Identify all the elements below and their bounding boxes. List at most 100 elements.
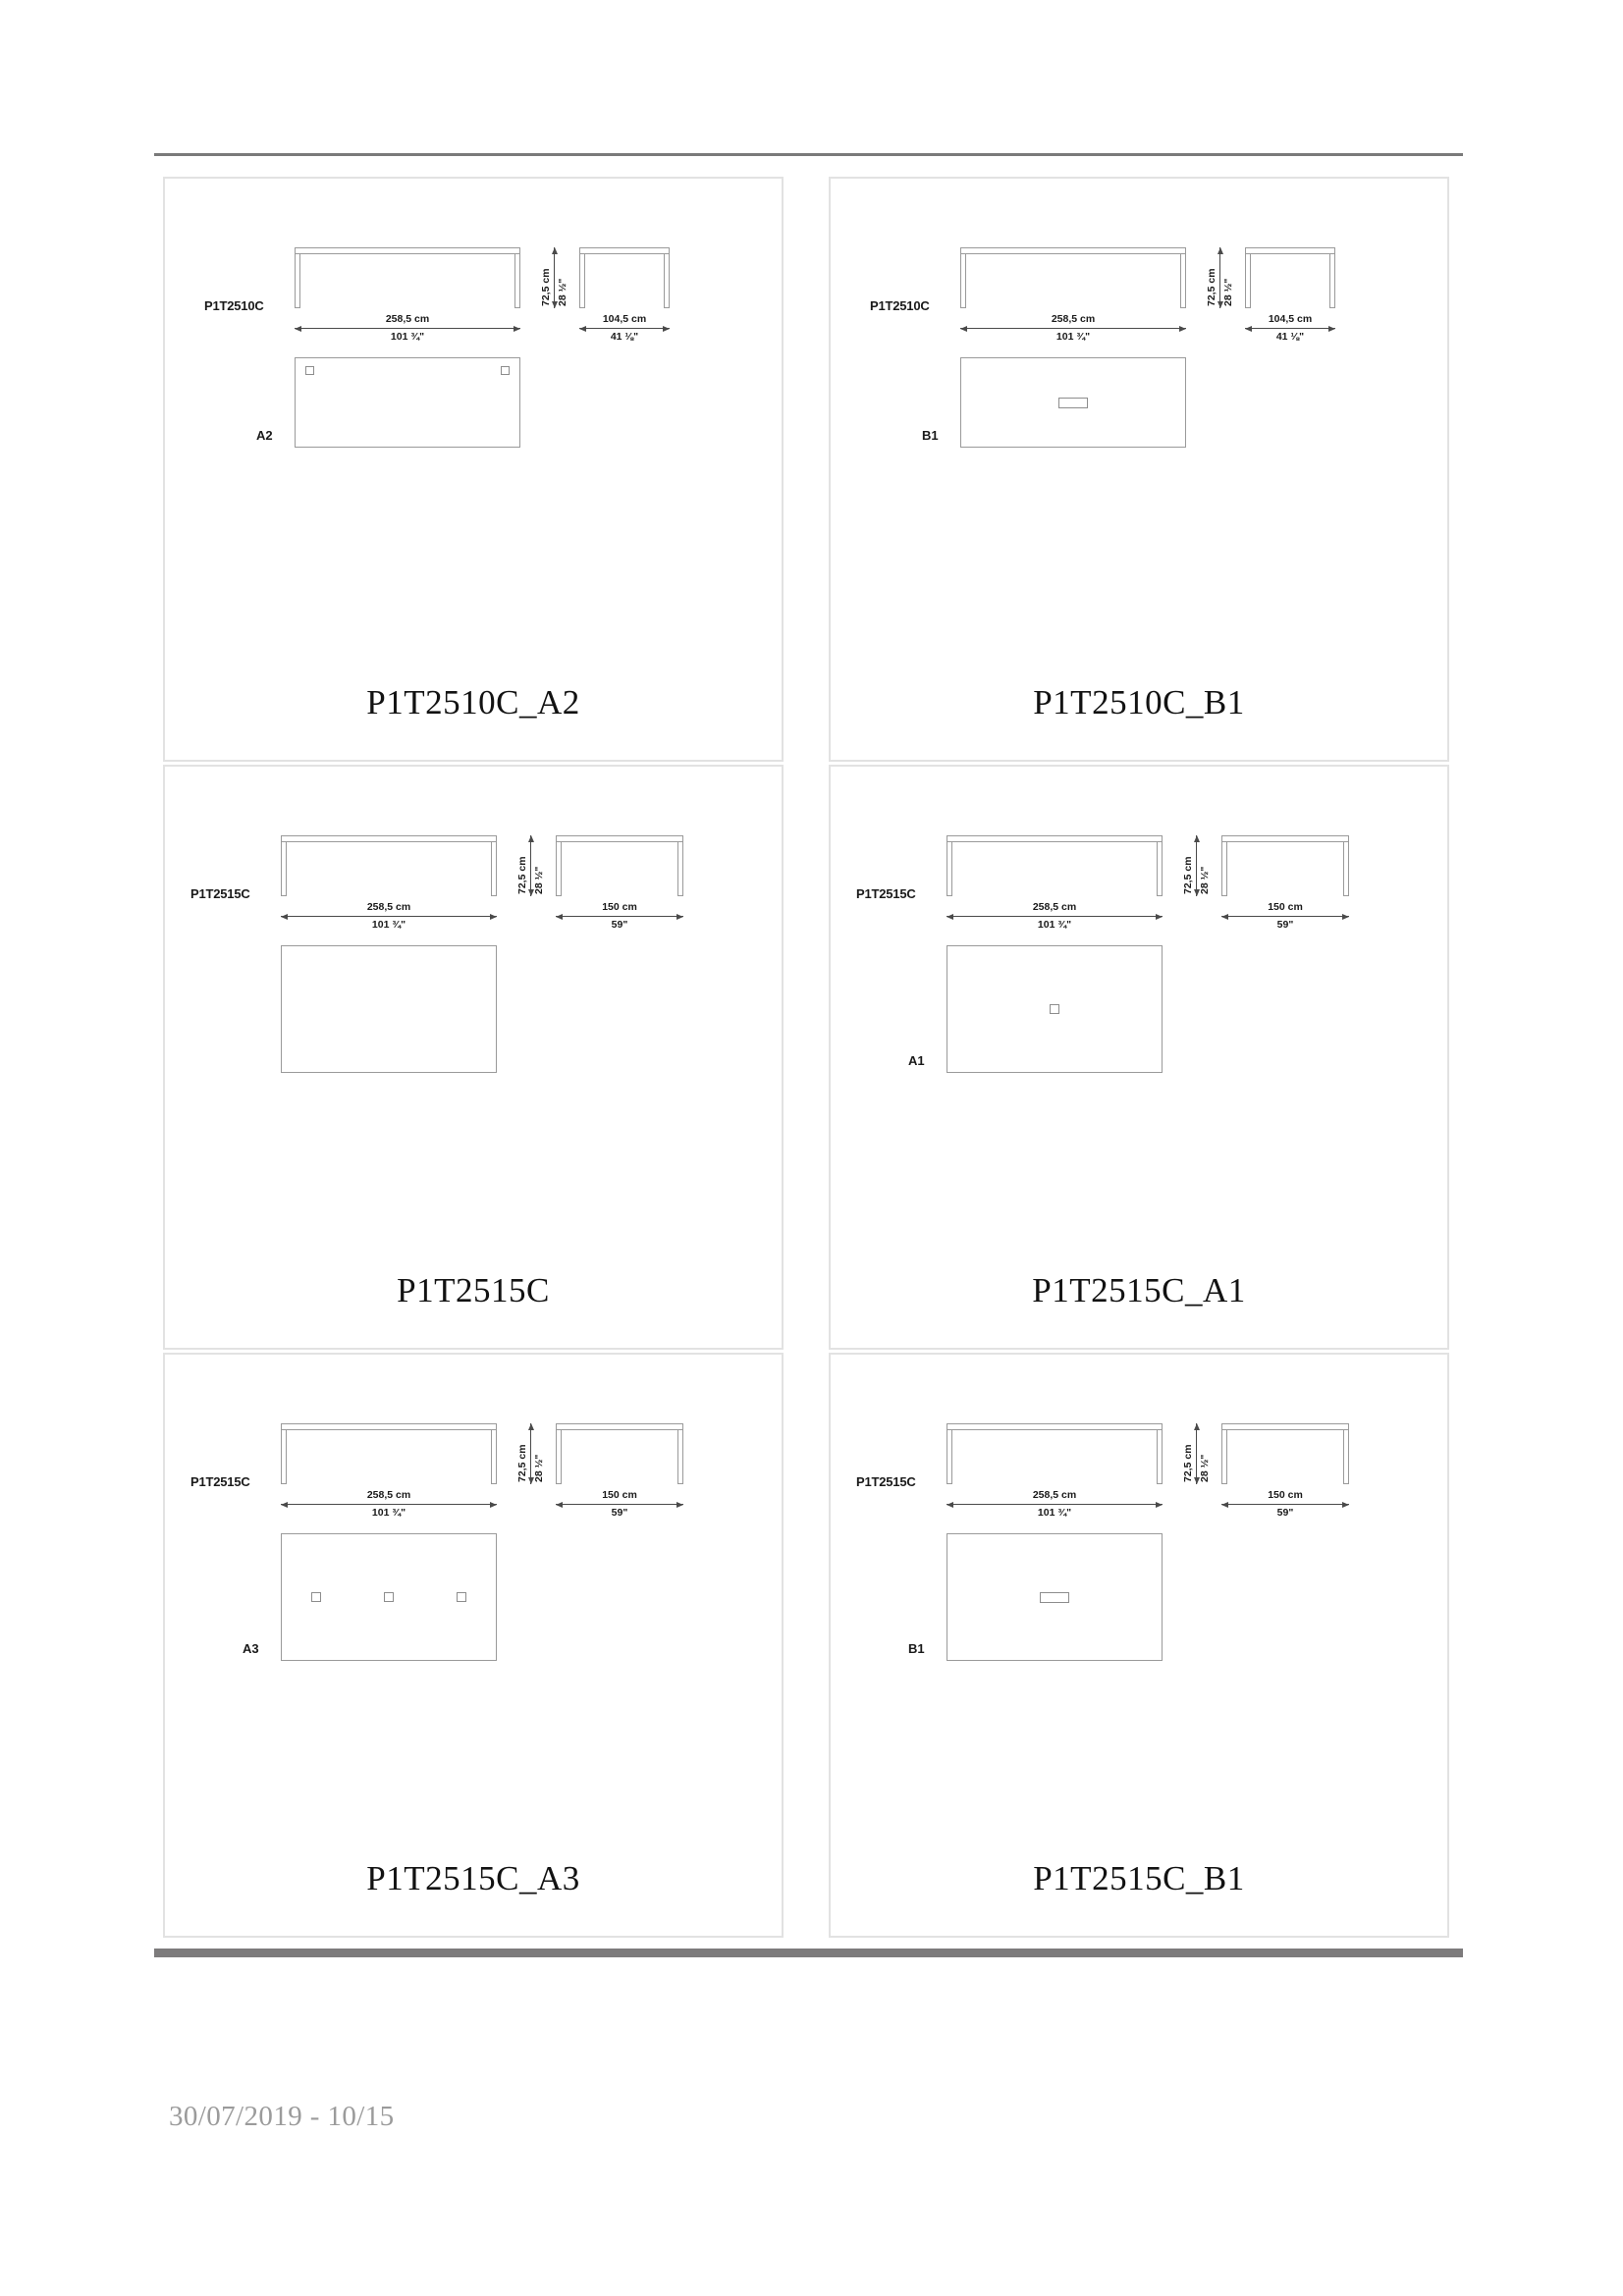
height-cm-label: 72,5 cm — [1182, 856, 1194, 894]
height-in-label: 28 ½" — [1199, 1454, 1211, 1482]
front-elevation — [281, 835, 497, 896]
front-width-dimension: 258,5 cm 101 ¾" — [947, 901, 1163, 931]
side-width-dimension: 104,5 cm 41 ⅛" — [1245, 313, 1335, 343]
side-width-cm: 150 cm — [602, 1489, 637, 1501]
height-cm-label: 72,5 cm — [1206, 268, 1217, 306]
table-leg-left — [295, 253, 300, 308]
plan-label: A2 — [256, 428, 273, 443]
height-dimension — [527, 835, 534, 896]
table-leg-left — [1245, 253, 1251, 308]
tabletop-profile — [947, 1423, 1163, 1430]
model-code-label: P1T2510C — [870, 298, 930, 313]
tabletop-profile — [556, 835, 683, 842]
product-panel[interactable]: P1T2515C 258,5 cm 101 ¾" 72,5 cm 28 ½" — [829, 1353, 1449, 1938]
table-leg-left — [1221, 841, 1227, 896]
front-width-in: 101 ¾" — [371, 1507, 406, 1519]
plan-mark-square — [501, 366, 510, 375]
height-in-label: 28 ½" — [533, 866, 545, 894]
plan-mark-square — [305, 366, 314, 375]
height-in-label: 28 ½" — [1199, 866, 1211, 894]
plan-mark-slot — [1058, 398, 1088, 408]
side-width-cm: 104,5 cm — [602, 313, 647, 325]
table-leg-right — [1157, 1429, 1163, 1484]
front-width-dimension: 258,5 cm 101 ¾" — [295, 313, 520, 343]
height-dimension — [1217, 247, 1223, 308]
product-panel[interactable]: P1T2510C 258,5 cm 101 ¾" 72,5 cm 28 ½" — [829, 177, 1449, 762]
height-cm-label: 72,5 cm — [516, 1444, 528, 1482]
height-cm-label: 72,5 cm — [516, 856, 528, 894]
header-rule — [154, 153, 1463, 156]
side-width-cm: 150 cm — [602, 901, 637, 913]
front-elevation — [947, 835, 1163, 896]
height-dimension — [551, 247, 558, 308]
side-elevation — [579, 247, 670, 308]
table-leg-left — [1221, 1429, 1227, 1484]
technical-drawing: P1T2515C 258,5 cm 101 ¾" 72,5 cm 28 ½" — [165, 1410, 782, 1734]
table-leg-right — [491, 841, 497, 896]
table-leg-left — [947, 841, 952, 896]
side-width-dimension: 150 cm 59" — [556, 901, 683, 931]
table-leg-right — [664, 253, 670, 308]
front-width-cm: 258,5 cm — [385, 313, 430, 325]
front-width-in: 101 ¾" — [1055, 331, 1091, 343]
model-code-label: P1T2510C — [204, 298, 264, 313]
plan-mark-slot — [1040, 1592, 1069, 1603]
product-grid: P1T2510C 258,5 cm 101 ¾" 72,5 cm 28 ½" — [163, 177, 1449, 1938]
front-width-cm: 258,5 cm — [1051, 313, 1096, 325]
model-code-label: P1T2515C — [190, 1474, 250, 1489]
model-code-label: P1T2515C — [190, 886, 250, 901]
front-elevation — [947, 1423, 1163, 1484]
tabletop-profile — [1245, 247, 1335, 254]
product-panel[interactable]: P1T2515C 258,5 cm 101 ¾" 72,5 cm 28 ½" — [163, 765, 784, 1350]
model-code-label: P1T2515C — [856, 1474, 916, 1489]
table-leg-right — [1180, 253, 1186, 308]
technical-drawing: P1T2515C 258,5 cm 101 ¾" 72,5 cm 28 ½" — [831, 1410, 1447, 1734]
front-width-dimension: 258,5 cm 101 ¾" — [947, 1489, 1163, 1519]
product-panel[interactable]: P1T2510C 258,5 cm 101 ¾" 72,5 cm 28 ½" — [163, 177, 784, 762]
panel-caption: P1T2510C_B1 — [1033, 683, 1245, 721]
table-leg-right — [1157, 841, 1163, 896]
tabletop-profile — [1221, 1423, 1349, 1430]
plan-view — [947, 945, 1163, 1073]
plan-label: A1 — [908, 1053, 925, 1068]
height-dimension — [1193, 835, 1200, 896]
side-elevation — [556, 835, 683, 896]
height-in-label: 28 ½" — [1222, 278, 1234, 306]
product-panel[interactable]: P1T2515C 258,5 cm 101 ¾" 72,5 cm 28 ½" — [163, 1353, 784, 1938]
technical-drawing: P1T2515C 258,5 cm 101 ¾" 72,5 cm 28 ½" — [165, 822, 782, 1146]
front-width-cm: 258,5 cm — [1032, 901, 1077, 913]
side-elevation — [1245, 247, 1335, 308]
panel-caption: P1T2515C_A1 — [1032, 1271, 1246, 1309]
table-leg-right — [491, 1429, 497, 1484]
plan-label: B1 — [922, 428, 939, 443]
table-leg-left — [556, 1429, 562, 1484]
product-panel[interactable]: P1T2515C 258,5 cm 101 ¾" 72,5 cm 28 ½" — [829, 765, 1449, 1350]
page-footer: 30/07/2019 - 10/15 — [169, 2101, 395, 2132]
side-width-in: 59" — [1276, 1507, 1294, 1519]
height-dimension — [1193, 1423, 1200, 1484]
side-width-dimension: 104,5 cm 41 ⅛" — [579, 313, 670, 343]
side-width-cm: 150 cm — [1268, 1489, 1303, 1501]
side-width-dimension: 150 cm 59" — [1221, 901, 1349, 931]
tabletop-profile — [1221, 835, 1349, 842]
front-width-in: 101 ¾" — [371, 919, 406, 931]
table-leg-left — [960, 253, 966, 308]
plan-view — [295, 357, 520, 448]
side-elevation — [1221, 835, 1349, 896]
table-leg-left — [556, 841, 562, 896]
table-leg-left — [579, 253, 585, 308]
plan-view — [960, 357, 1186, 448]
technical-drawing: P1T2515C 258,5 cm 101 ¾" 72,5 cm 28 ½" — [831, 822, 1447, 1146]
front-width-cm: 258,5 cm — [1032, 1489, 1077, 1501]
tabletop-profile — [556, 1423, 683, 1430]
tabletop-profile — [579, 247, 670, 254]
front-width-cm: 258,5 cm — [366, 1489, 411, 1501]
plan-view — [281, 1533, 497, 1661]
panel-caption: P1T2515C_B1 — [1033, 1859, 1245, 1897]
side-elevation — [1221, 1423, 1349, 1484]
side-width-in: 59" — [611, 919, 628, 931]
side-width-in: 41 ⅛" — [610, 331, 639, 343]
front-elevation — [281, 1423, 497, 1484]
side-width-dimension: 150 cm 59" — [556, 1489, 683, 1519]
